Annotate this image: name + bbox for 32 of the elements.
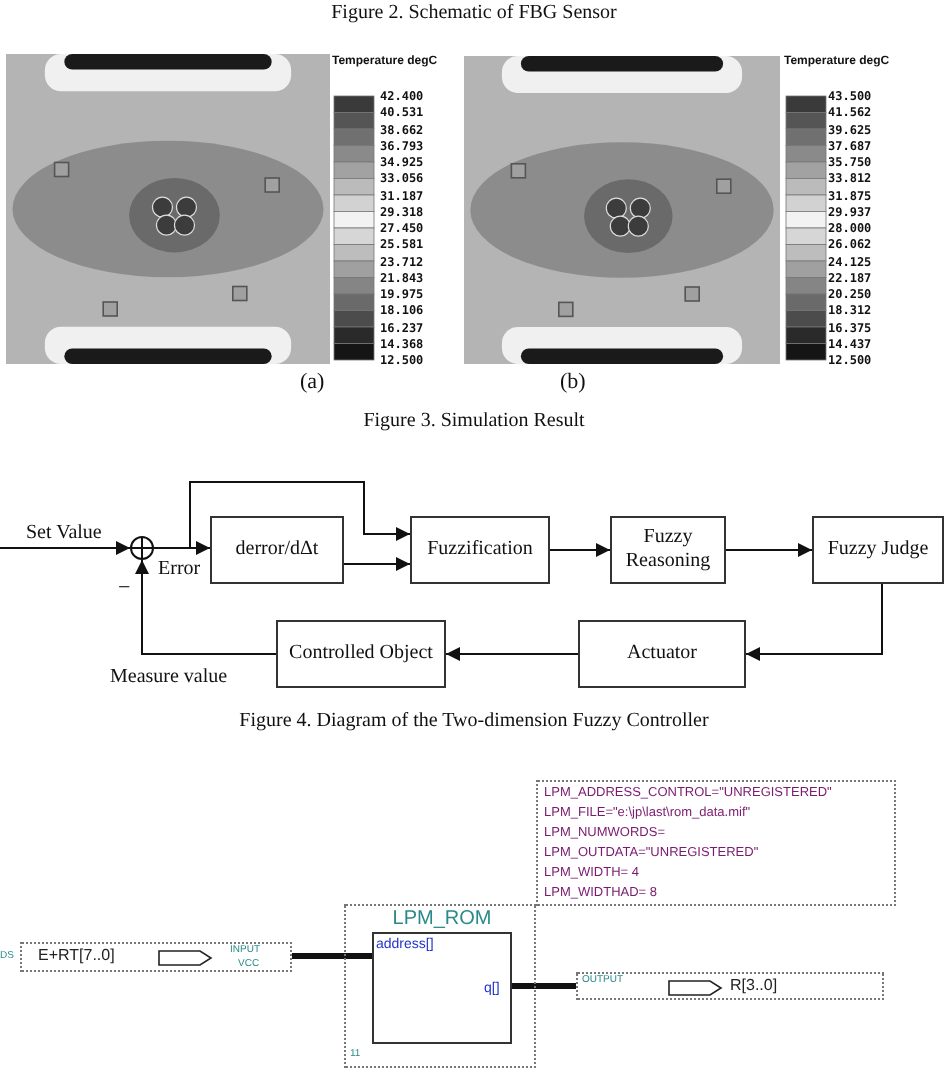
arrow	[343, 557, 411, 571]
figure-caption: Figure 2. Schematic of FBG Sensor	[329, 4, 619, 24]
arrow	[135, 559, 277, 655]
panel-label: (a)	[300, 372, 325, 394]
rom-block	[372, 910, 512, 1044]
wire	[292, 953, 372, 959]
text-name: R[3..0]	[730, 978, 778, 994]
output-pin	[576, 972, 884, 1000]
arrow	[745, 583, 883, 661]
figure-caption: Figure 3. Simulation Result	[361, 412, 587, 432]
input-pin	[20, 942, 292, 972]
edge-label: Measure value	[110, 668, 228, 688]
panel-label: (b)	[560, 372, 586, 394]
arrow	[445, 647, 579, 661]
text-name: E+RT[7..0]	[38, 948, 115, 964]
process-box: derror/dΔt	[210, 516, 344, 584]
summing-junction	[130, 536, 154, 560]
minus-sign: −	[118, 578, 131, 600]
process-box: Fuzzy Reasoning	[610, 516, 726, 584]
arrow	[725, 543, 813, 557]
process-box: Actuator	[578, 620, 746, 688]
edge-label: Error	[158, 560, 201, 580]
arrow	[0, 541, 131, 555]
arrow	[549, 543, 611, 557]
block-title: LPM_ROM	[390, 910, 494, 930]
process-box: Fuzzification	[410, 516, 550, 584]
figure-caption: Figure 4. Diagram of the Two-dimension Fuzzy Controller	[237, 712, 711, 732]
edge-label: Set Value	[26, 524, 102, 544]
wire	[512, 983, 576, 989]
process-box: Fuzzy Judge	[812, 516, 944, 584]
process-box: Controlled Object	[276, 620, 446, 688]
arrow	[153, 481, 411, 549]
